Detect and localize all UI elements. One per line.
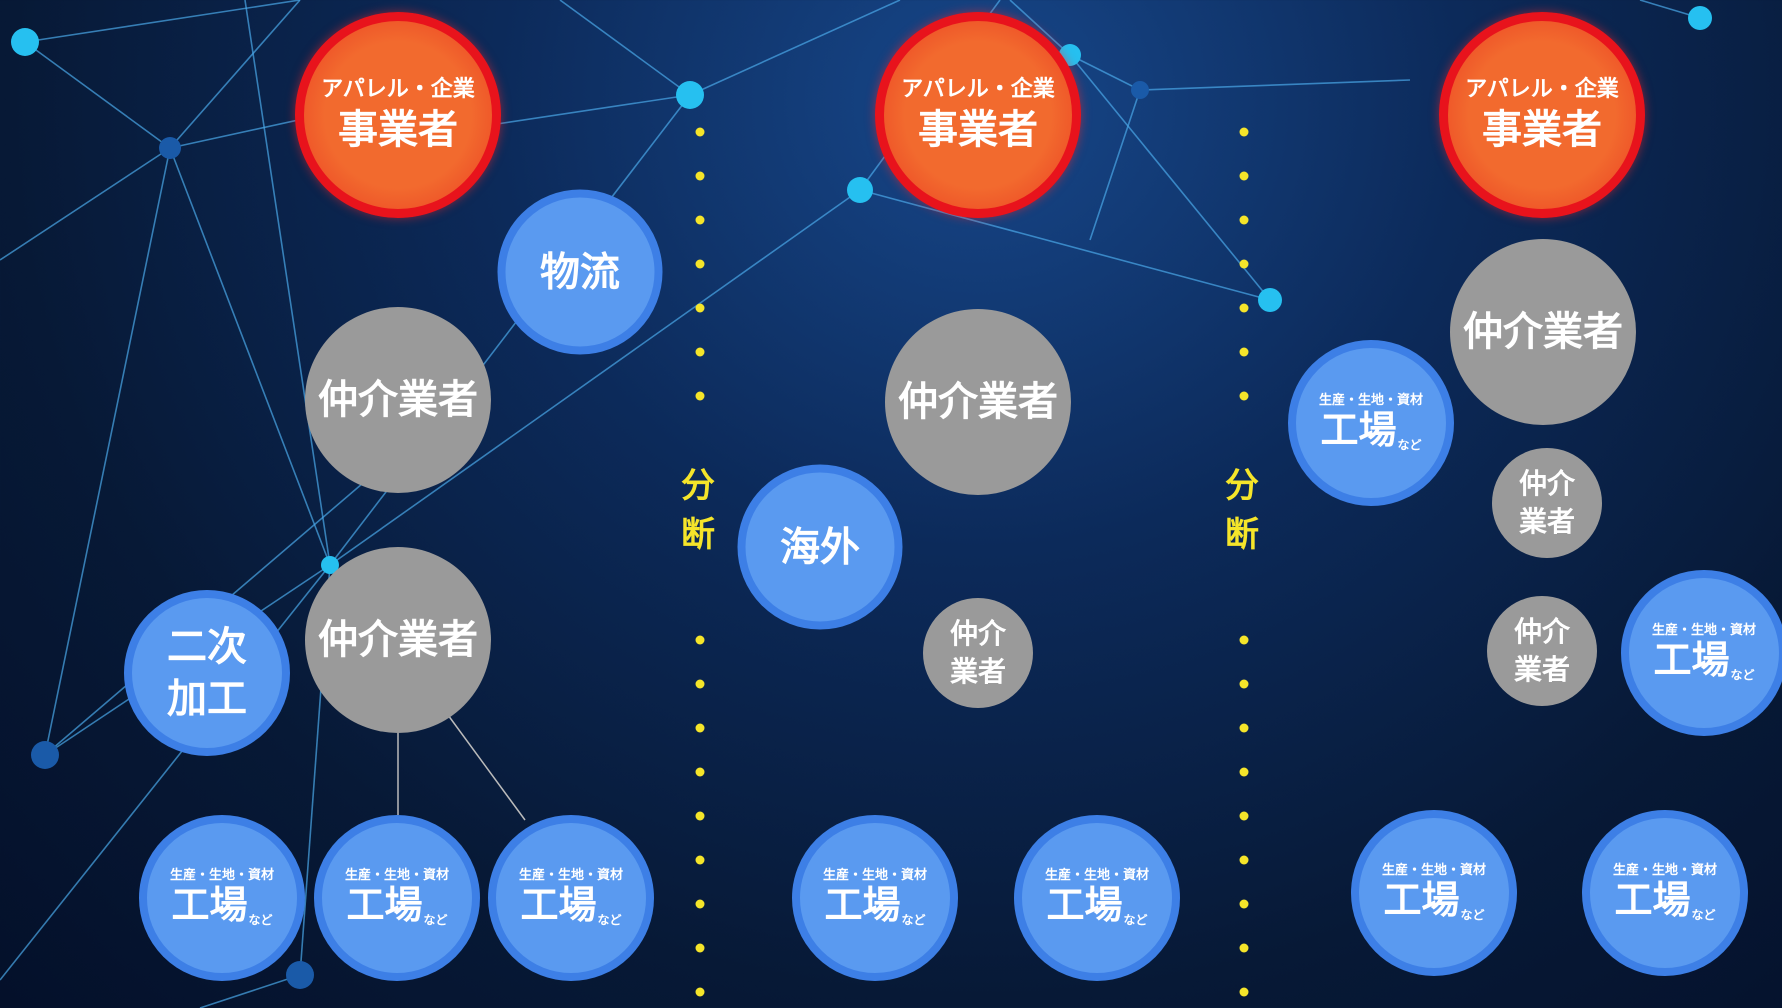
broker-small-node: 仲介 業者 [1487,596,1597,706]
divider-label: 分 断 [1225,466,1259,556]
factory-node: 生産・生地・資材 工場など [139,815,305,981]
factory-node: 生産・生地・資材 工場など [792,815,958,981]
factory-node: 生産・生地・資材 工場など [1621,570,1782,736]
factory-node: 生産・生地・資材 工場など [1288,340,1454,506]
company-node: アパレル・企業 事業者 [1439,12,1645,218]
logistics-node: 物流 [497,189,663,355]
factory-node: 生産・生地・資材 工場など [1351,810,1517,976]
broker-node: 仲介業者 [1450,239,1636,425]
divider-label: 分 断 [681,466,715,556]
broker-small-node: 仲介 業者 [1492,448,1602,558]
broker-node: 仲介業者 [885,309,1071,495]
company-node: アパレル・企業 事業者 [875,12,1081,218]
broker-node: 仲介業者 [305,547,491,733]
factory-node: 生産・生地・資材 工場など [1014,815,1180,981]
broker-small-node: 仲介 業者 [923,598,1033,708]
secondary-processing-node: 二次 加工 [124,590,290,756]
factory-node: 生産・生地・資材 工場など [488,815,654,981]
factory-node: 生産・生地・資材 工場など [314,815,480,981]
company-node: アパレル・企業 事業者 [295,12,501,218]
overseas-node: 海外 [737,464,903,630]
broker-node: 仲介業者 [305,307,491,493]
factory-node: 生産・生地・資材 工場など [1582,810,1748,976]
